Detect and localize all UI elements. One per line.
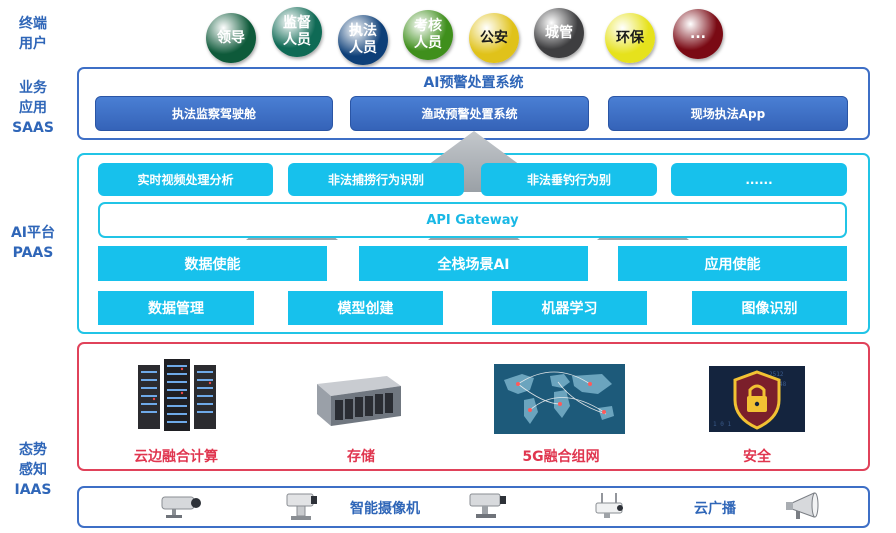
- paas-bottom-data-mgmt[interactable]: 数据管理: [98, 291, 254, 325]
- paas-top-more[interactable]: ......: [671, 163, 847, 196]
- ptz-camera-icon: [286, 493, 317, 520]
- side-label-saas: 业务 应用 SAAS: [12, 80, 54, 136]
- iaas-cloud-edge-compute: 云边融合计算: [134, 449, 218, 465]
- user-label: 考核 人员: [414, 18, 442, 51]
- user-6-circle[interactable]: 城管: [534, 8, 584, 58]
- user-label: ...: [690, 25, 706, 42]
- api-gateway[interactable]: API Gateway: [98, 202, 847, 238]
- paas-top-video-analysis[interactable]: 实时视频处理分析: [98, 163, 273, 196]
- paas-middle-app-enable[interactable]: 应用使能: [618, 246, 847, 281]
- paas-top-illegal-angling[interactable]: 非法垂钓行为别: [481, 163, 657, 196]
- user-label: 城管: [545, 24, 573, 41]
- paas-bottom-model-create[interactable]: 模型创建: [288, 291, 443, 325]
- svg-text:2512: 2512: [769, 371, 784, 378]
- user-3-circle[interactable]: 执法 人员: [338, 15, 388, 65]
- camera-icon: [161, 496, 201, 518]
- smart-camera-label: 智能摄像机: [350, 501, 420, 517]
- user-7-circle[interactable]: 环保: [605, 13, 655, 63]
- paas-top-illegal-fishing[interactable]: 非法捕捞行为识别: [288, 163, 464, 196]
- paas-middle-data-enable[interactable]: 数据使能: [98, 246, 327, 281]
- svg-text:48: 48: [779, 381, 787, 388]
- world-map-network-icon: [494, 364, 625, 434]
- user-8-circle[interactable]: ...: [673, 9, 723, 59]
- iaas-security: 安全: [743, 449, 771, 465]
- user-label: 公安: [480, 29, 508, 46]
- paas-middle-fullstack-ai[interactable]: 全栈场景AI: [359, 246, 588, 281]
- user-4-circle[interactable]: 考核 人员: [403, 10, 453, 60]
- saas-app-field-app[interactable]: 现场执法App: [608, 96, 848, 131]
- paas-bottom-image-recognition[interactable]: 图像识别: [692, 291, 847, 325]
- user-label: 领导: [217, 29, 245, 46]
- saas-app-fishery-alert[interactable]: 渔政预警处置系统: [350, 96, 589, 131]
- user-label: 监督 人员: [283, 15, 311, 48]
- server-rack-icon: [138, 359, 216, 431]
- security-lock-icon: 2512 48 1 0 1: [709, 366, 805, 432]
- megaphone-icon: [786, 492, 819, 519]
- user-5-circle[interactable]: 公安: [469, 13, 519, 63]
- user-label: 环保: [616, 29, 644, 46]
- side-label-iaas: 态势 感知 IAAS: [14, 442, 52, 498]
- paas-bottom-machine-learning[interactable]: 机器学习: [492, 291, 647, 325]
- wireless-camera-icon: [595, 493, 623, 518]
- user-2-circle[interactable]: 监督 人员: [272, 7, 322, 57]
- bullet-camera-icon: [469, 493, 506, 518]
- iaas-5g-network: 5G融合组网: [522, 449, 600, 465]
- devices-panel: [77, 486, 870, 528]
- user-label: 执法 人员: [349, 23, 377, 56]
- side-label-paas: AI平台 PAAS: [10, 225, 56, 261]
- user-1-circle[interactable]: 领导: [206, 13, 256, 63]
- cloud-broadcast-label: 云广播: [694, 501, 736, 517]
- saas-title: AI预警处置系统: [423, 75, 524, 91]
- side-label-users: 终端 用户: [19, 16, 47, 52]
- storage-server-icon: [317, 376, 401, 426]
- iaas-storage: 存储: [347, 449, 375, 465]
- svg-text:1 0 1: 1 0 1: [713, 421, 731, 428]
- saas-app-cockpit[interactable]: 执法监察驾驶舱: [95, 96, 333, 131]
